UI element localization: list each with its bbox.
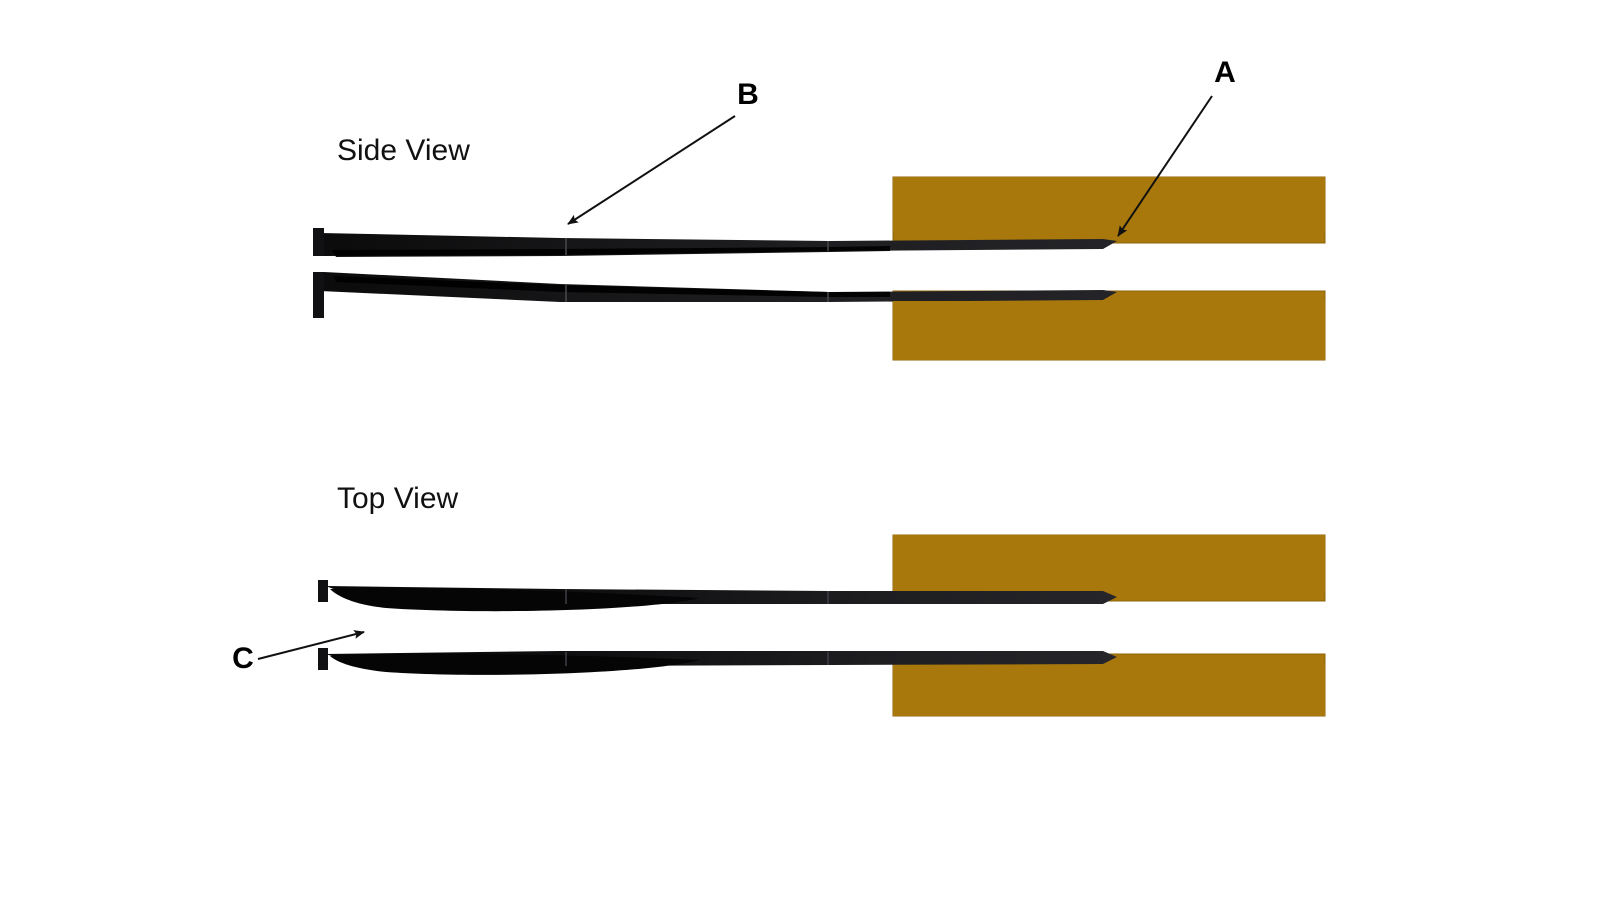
top-view-upper-hilt <box>318 580 328 602</box>
top-view-lower-block-overlap <box>893 665 1325 716</box>
callout-c-leader <box>257 630 365 660</box>
side-view-lower-blade-highlight <box>334 276 890 297</box>
callout-c-label: C <box>232 642 254 675</box>
side-view-lower-blade <box>320 272 1117 302</box>
side-view-upper-blade-underside <box>332 246 890 257</box>
callouts-group: A B C <box>232 56 1236 675</box>
callout-a-label: A <box>1214 56 1236 89</box>
top-view-upper-blade-bulge <box>330 588 700 612</box>
callout-a-leader <box>1117 95 1213 237</box>
side-view-lower-hilt <box>313 272 324 318</box>
side-view-upper-hilt <box>313 228 324 256</box>
side-view-group: Side View <box>313 134 1326 361</box>
callout-b-label: B <box>737 78 759 111</box>
side-view-lower-block-overlap <box>893 301 1325 360</box>
side-view-upper-block-overlap <box>893 177 1325 232</box>
top-view-lower-hilt <box>318 648 328 670</box>
side-view-label: Side View <box>337 134 470 167</box>
top-view-lower-blade-bulge <box>330 653 700 675</box>
top-view-label: Top View <box>337 482 459 515</box>
top-view-upper-block-overlap <box>893 535 1325 591</box>
callout-b-leader <box>567 115 736 225</box>
top-view-group: Top View <box>318 482 1326 717</box>
